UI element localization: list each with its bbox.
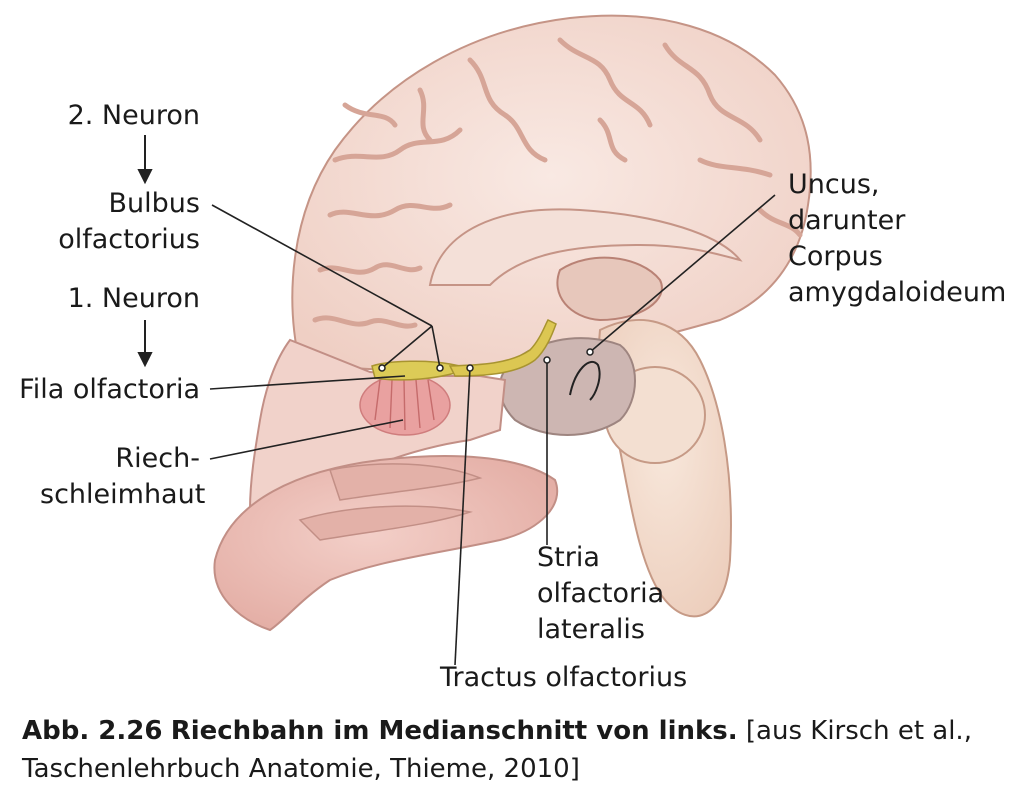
label-uncus-line4: amygdaloideum [788, 277, 1007, 308]
label-uncus-line2: darunter [788, 205, 906, 236]
corpus-callosum [428, 208, 743, 286]
label-tractus-olfactorius: Tractus olfactorius [440, 662, 688, 693]
label-stria-line1: Stria [537, 542, 600, 573]
caption-figure-number: Abb. 2.26 [22, 716, 163, 746]
nasal-fold [329, 463, 483, 501]
cerebrum [291, 14, 812, 374]
label-neuron-1: 1. Neuron [67, 283, 200, 314]
nasal-fold [298, 505, 473, 541]
label-neuron-2: 2. Neuron [67, 100, 200, 131]
label-stria-line3: lateralis [537, 614, 645, 645]
cortex-gyri [312, 37, 803, 329]
nasal-turbinates [213, 455, 559, 632]
thalamus [556, 256, 663, 322]
leader-lines [209, 194, 776, 666]
label-bulbus-olfactorius-line2: olfactorius [58, 224, 200, 255]
label-uncus-line3: Corpus [788, 241, 883, 272]
leader-dots [378, 348, 594, 372]
caption-title: Riechbahn im Medianschnitt von links. [170, 716, 738, 746]
uncus-arc [569, 360, 601, 401]
fila-strands [374, 379, 435, 431]
label-bulbus-olfactorius-line1: Bulbus [108, 188, 200, 219]
label-fila-olfactoria: Fila olfactoria [19, 374, 200, 405]
label-riechschleimhaut-line2: schleimhaut [40, 479, 206, 510]
caption-source-line1: [aus Kirsch et al., [745, 716, 972, 746]
label-stria-line2: olfactoria [537, 578, 665, 609]
arrows [137, 135, 153, 368]
caption-source-line2: Taschenlehrbuch Anatomie, Thieme, 2010] [22, 754, 580, 784]
temporal-region [498, 337, 636, 436]
label-riechschleimhaut-line1: Riech- [115, 443, 200, 474]
label-uncus-line1: Uncus, [788, 169, 880, 200]
figure-caption: Abb. 2.26 Riechbahn im Medianschnitt von… [22, 712, 1012, 788]
olfactory-tract [448, 319, 557, 377]
